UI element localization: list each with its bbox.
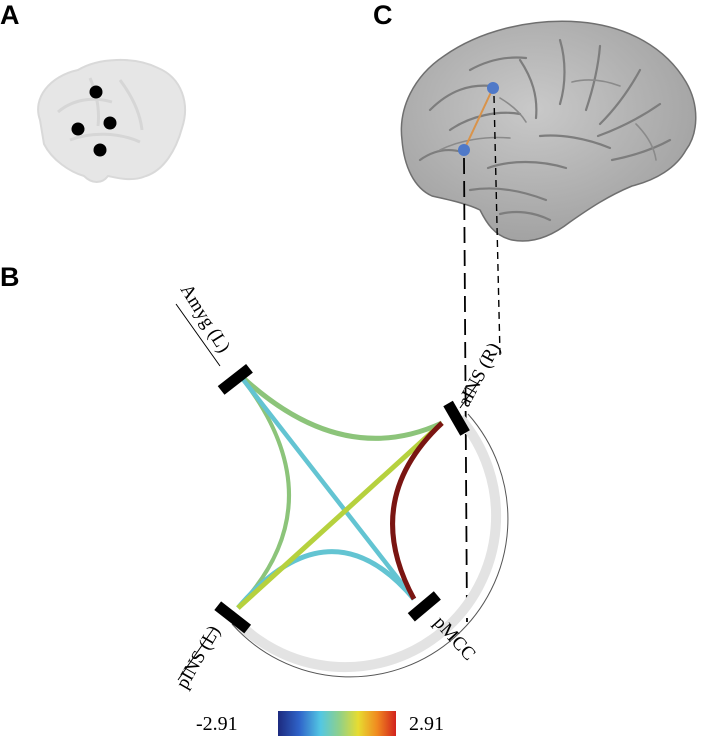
node-dot-a4	[93, 143, 107, 157]
panel-label-b: B	[0, 262, 20, 292]
outer-ring-arc	[226, 414, 502, 673]
colorbar	[278, 711, 396, 736]
edge-amyg-ains	[236, 371, 444, 441]
node-dot-a3	[103, 116, 117, 130]
node-block-amyg	[217, 363, 253, 395]
edge-pins-ains	[236, 421, 444, 610]
edge-pins-pmcc	[236, 549, 416, 610]
panel-label-c: C	[373, 0, 393, 30]
edge-amyg-pmcc	[236, 371, 416, 601]
node-block-pmcc	[407, 591, 441, 622]
node-block-ains	[443, 400, 470, 436]
region-dot-lower-c	[458, 144, 470, 156]
colorbar-max-label: 2.91	[409, 713, 444, 735]
edge-ains-pmcc	[390, 421, 444, 601]
connection-line-c	[463, 87, 494, 151]
brain-surface-c	[400, 20, 697, 242]
node-dot-a1	[89, 85, 103, 99]
node-label-pins: pINS (L)	[172, 622, 225, 692]
region-dot-upper-c	[487, 82, 499, 94]
glass-brain-a	[37, 59, 186, 183]
node-label-ains: aINS (R)	[454, 339, 505, 410]
node-block-pins	[214, 601, 252, 634]
dashed-guide-left	[463, 157, 468, 623]
colorbar-min-label: -2.91	[196, 713, 238, 735]
node-dot-a2	[71, 122, 85, 136]
panel-label-a: A	[0, 0, 20, 30]
connectogram-b: Amyg (L) aINS (R) pMCC pINS (L)	[172, 281, 509, 693]
